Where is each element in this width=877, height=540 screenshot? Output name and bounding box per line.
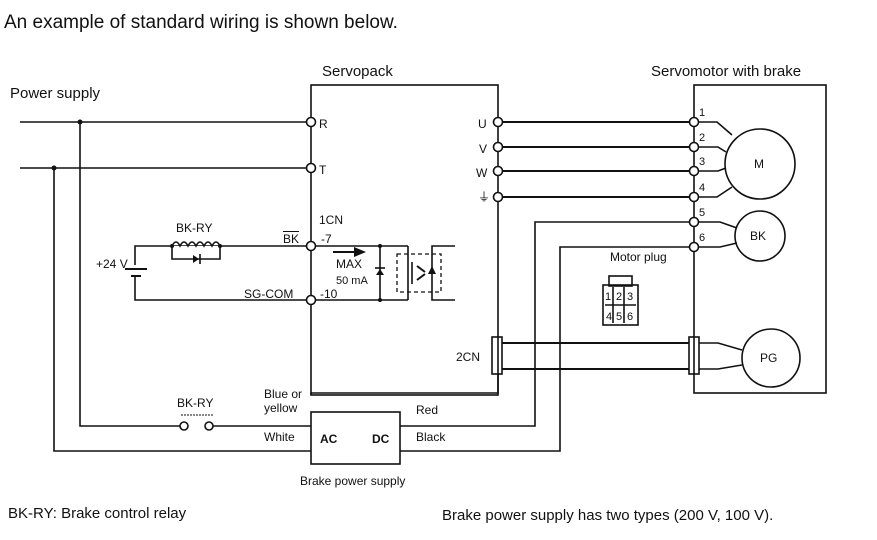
ac-label: AC [320,432,338,446]
terminal-t [305,162,317,174]
sg-com-label: SG-COM [244,287,294,301]
encoder-label: PG [760,351,778,365]
connector-2cn [491,336,503,375]
light-ray [416,265,426,273]
arrow-head-icon [354,247,366,257]
brake-power-supply-label: Brake power supply [300,474,406,488]
max-label: MAX [336,257,363,271]
relay-contact-left [179,421,189,431]
motor-pin-4: 4 [699,182,706,194]
red-label: Red [416,403,439,417]
output-v-label: V [479,142,488,156]
motor-lead [699,186,733,198]
connector-encoder [688,336,700,375]
black-label: Black [416,430,446,444]
servomotor-box [693,84,827,394]
motor-terminals [688,116,700,253]
brake-lead [699,221,738,229]
bk-ry-coil-label: BK-RY [176,221,213,235]
motor-lead [699,167,727,172]
relay-coil [170,241,222,264]
wire-red [400,221,694,427]
zener-diode-icon [376,269,384,275]
terminal-t-label: T [319,163,327,177]
brake-label: BK [750,229,767,243]
motor-pin-5: 5 [699,207,706,219]
motor-pin-6: 6 [699,232,706,244]
ground-icon: ⏚ [478,190,491,204]
wire-bk-signal [134,245,311,265]
plug-pin-6: 6 [627,311,634,323]
wire-black [400,246,694,452]
power-supply-label: Power supply [10,85,101,102]
plug-pin-5: 5 [616,311,623,323]
plug-pin-1: 1 [605,291,612,303]
wire-sg-com [134,276,311,301]
brake-symbol [734,210,786,262]
encoder-lead [699,342,743,351]
servopack-label: Servopack [322,63,393,80]
encoder-symbol [741,328,801,388]
motor-symbol [724,128,796,200]
brake-lead [699,242,738,248]
output-w-label: W [476,166,488,180]
motor-pin-3: 3 [699,156,706,168]
relay-contact-right [204,421,214,431]
terminal-r [305,116,317,128]
motor-label: M [754,157,764,171]
motor-pin-1: 1 [699,107,706,119]
2cn-label: 2CN [456,350,481,364]
max-current-label: 50 mA [336,275,368,287]
page-heading: An example of standard wiring is shown b… [4,12,398,33]
wire-r-to-relay [79,122,180,427]
1cn-label: 1CN [319,213,344,227]
motor-power-wires [492,116,694,203]
blue-or-label: Blue or [264,387,303,401]
bk-signal-label: BK [283,232,300,246]
terminal-r-label: R [319,117,328,131]
terminal-1cn-7 [305,240,317,252]
motor-plug-icon [602,275,639,326]
plus-24v-label: +24 V [96,257,128,271]
motor-lead [699,121,733,136]
servomotor-label: Servomotor with brake [651,63,802,80]
servopack-box [310,84,499,396]
terminal-1cn-10 [305,294,317,306]
wire-t-to-brake-ps [53,168,311,452]
dc-label: DC [372,432,390,446]
junction-dot [378,244,382,248]
plug-pin-3: 3 [627,291,634,303]
plug-pin-4: 4 [606,311,613,323]
pin-7-label: -7 [321,232,332,246]
brake-power-supply-box [310,411,401,465]
wire-servopack-lower [310,374,499,395]
footnote-right: Brake power supply has two types (200 V,… [442,507,774,524]
optocoupler-box [396,253,442,293]
junction-dot [378,298,382,302]
encoder-lead [699,364,743,370]
bk-ry-contact-label: BK-RY [177,396,214,410]
output-u-label: U [478,117,487,131]
footnote-left: BK-RY: Brake control relay [8,505,187,522]
plug-pin-2: 2 [616,291,623,303]
white-label: White [264,430,295,444]
light-ray [416,273,426,281]
pin-10-label: -10 [320,287,338,301]
motor-pin-2: 2 [699,132,706,144]
motor-plug-label: Motor plug [610,250,667,264]
motor-lead [699,146,727,153]
yellow-label: yellow [264,401,298,415]
opto-led-icon [428,266,436,274]
